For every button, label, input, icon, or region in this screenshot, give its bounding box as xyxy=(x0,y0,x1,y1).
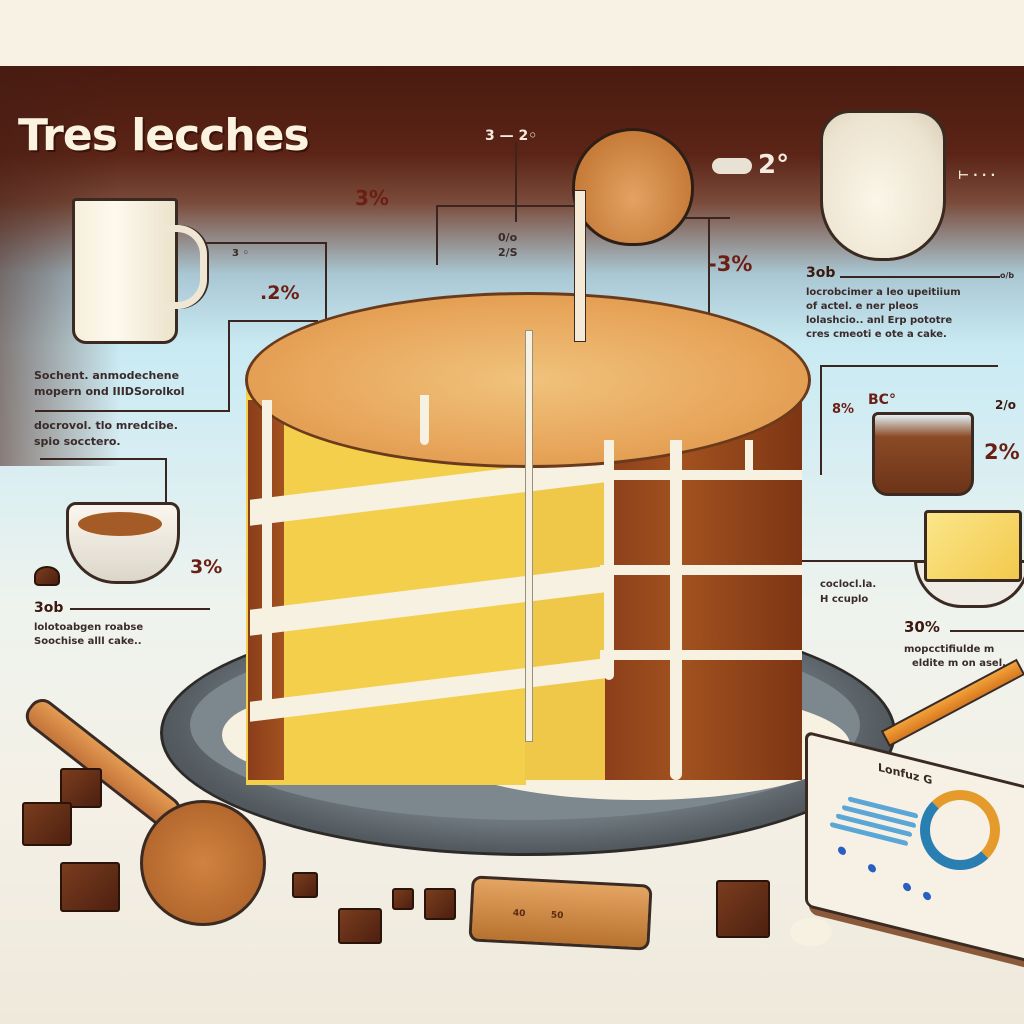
scale-label: ⊢ · · · xyxy=(958,168,996,182)
connector-line xyxy=(820,365,998,367)
page-title: Tres lecches xyxy=(18,110,310,161)
pitcher-top-label: 3 — 2◦ xyxy=(485,128,538,144)
body-line: coclocl.la. xyxy=(820,579,877,590)
pct-label: 30% xyxy=(904,618,940,636)
milk-drip xyxy=(604,440,614,680)
pct-label: 2% xyxy=(984,440,1020,464)
cream-layer xyxy=(600,565,802,575)
chocolate-chunk-icon xyxy=(22,802,72,846)
top-margin xyxy=(0,0,1024,66)
connector-line xyxy=(200,242,325,244)
chocolate-chunk-icon xyxy=(60,862,120,912)
divider xyxy=(950,630,1024,632)
cream-layer xyxy=(600,650,802,660)
body-line: H ccuplo xyxy=(820,594,869,605)
divider xyxy=(840,276,1000,278)
connector-line xyxy=(228,320,230,412)
body-line: of actel. e ner pleos xyxy=(806,301,919,312)
body-line: Soochise alll cake.. xyxy=(34,636,142,647)
pct-label: -3% xyxy=(708,252,753,276)
cream-layer xyxy=(600,470,802,480)
connector-line xyxy=(680,217,730,219)
pct-label: 8% xyxy=(832,402,855,417)
connector-line xyxy=(800,560,915,562)
divider xyxy=(70,608,210,610)
connector-line xyxy=(165,458,167,518)
cup-top-label: BC° xyxy=(868,392,896,408)
body-line: lolashcio.. anl Erp pototre xyxy=(806,315,953,326)
connector-line xyxy=(436,205,576,207)
connector-line xyxy=(515,142,517,222)
caramel-drop-icon xyxy=(34,566,60,586)
connector-line xyxy=(35,410,230,412)
section-heading: 3ob xyxy=(34,600,64,616)
connector-line xyxy=(436,205,438,265)
chart-dot xyxy=(903,882,911,893)
body-line: locrobcimer a leo upeitiium xyxy=(806,287,961,298)
wooden-spoon-bowl xyxy=(140,800,266,926)
milk-drip xyxy=(262,400,272,710)
chocolate-chunk-icon xyxy=(392,888,414,910)
chocolate-chunk-icon xyxy=(716,880,770,938)
pct-label: 2° xyxy=(758,150,790,180)
chocolate-chunk-icon xyxy=(292,872,318,898)
connector-line xyxy=(228,320,318,322)
section-heading: 3ob xyxy=(806,265,836,281)
body-line: cres cmeoti e ote a cake. xyxy=(806,329,947,340)
milk-drip xyxy=(745,440,753,480)
chocolate-chunk-icon xyxy=(60,768,102,808)
connector-line xyxy=(325,242,327,352)
section-suffix: o/b xyxy=(1000,271,1015,280)
pct-label: 3% xyxy=(190,556,223,578)
connector-line xyxy=(708,217,710,397)
milk-drip xyxy=(670,440,682,780)
pitcher-icon xyxy=(572,128,694,246)
dots-label: 3 ◦ xyxy=(232,248,249,259)
pct-label: 3% xyxy=(355,186,389,210)
body-line: mopern ond IIIDSorolkol xyxy=(34,385,185,398)
body-line: spio socctero. xyxy=(34,435,121,448)
milk-pour-stream xyxy=(574,190,586,342)
pitcher-center-label-1: 0/o xyxy=(498,231,518,244)
connector-line xyxy=(820,365,822,475)
ruler-mark: 50 xyxy=(550,910,564,922)
pitcher-center-label-2: 2/S xyxy=(498,246,518,259)
coffee-cup-icon xyxy=(872,412,974,496)
body-line: eldite m on asel. xyxy=(912,658,1006,669)
body-line: docrovol. tlo mredcibe. xyxy=(34,419,178,432)
milk-drop xyxy=(790,918,832,946)
chocolate-chunk-icon xyxy=(338,908,382,944)
donut-chart-icon xyxy=(920,790,1000,870)
milk-drip xyxy=(525,330,533,742)
milk-mug-icon xyxy=(72,198,178,344)
chart-dot xyxy=(868,863,876,874)
body-line: Sochent. anmodechene xyxy=(34,369,180,382)
caramel-sauce xyxy=(78,512,162,536)
milk-drip xyxy=(420,395,429,445)
chart-dot xyxy=(923,891,931,901)
arrow-badge xyxy=(712,158,752,174)
sponge-cube-icon xyxy=(924,510,1022,582)
chocolate-chunk-icon xyxy=(424,888,456,920)
cake-crust-side xyxy=(600,400,802,780)
small-label: 2/o xyxy=(995,398,1016,412)
body-line: mopcctifiulde m xyxy=(904,644,995,655)
clipboard-title: Lonfuz G xyxy=(878,760,933,788)
body-line: lolotoabgen roabse xyxy=(34,622,144,633)
ruler-mark: 40 xyxy=(512,908,526,920)
ruler-icon: 40 50 xyxy=(468,875,653,951)
milk-jar-icon xyxy=(820,110,946,261)
chart-dot xyxy=(838,845,846,856)
connector-line xyxy=(40,458,165,460)
mug-handle xyxy=(166,225,207,309)
pct-label: .2% xyxy=(260,282,300,304)
